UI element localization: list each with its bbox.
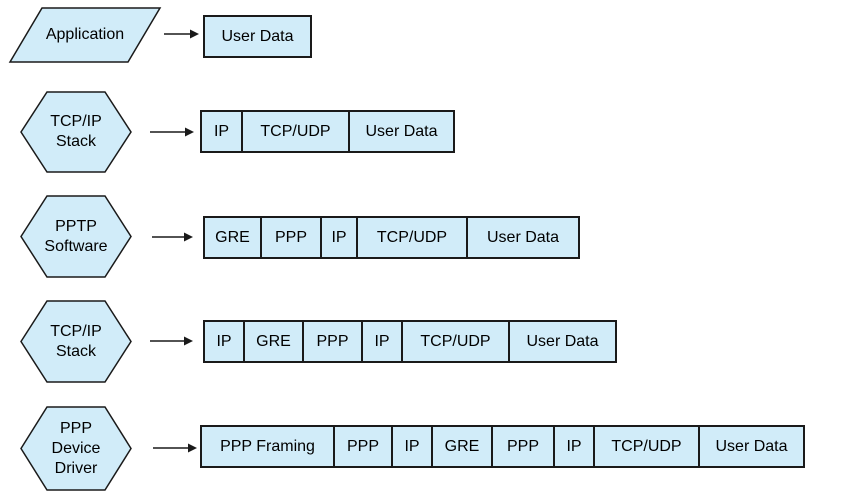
hexagon-outline: [20, 195, 132, 278]
right-arrow-icon: [152, 232, 193, 242]
right-arrow-icon: [150, 127, 194, 137]
segment-ip: IP: [363, 320, 403, 363]
shape-label: TCP/IP Stack: [20, 91, 132, 173]
shape-label-line: TCP/IP: [50, 113, 102, 130]
segment-tcp-udp: TCP/UDP: [358, 216, 468, 259]
segment-ip: IP: [393, 425, 433, 468]
shape-label-line: TCP/IP: [50, 322, 102, 340]
shape-label-line: Driver: [54, 459, 98, 477]
packet-strip: User Data: [203, 15, 312, 58]
hexagon-outline: [20, 91, 132, 173]
segment-user-data: User Data: [350, 110, 455, 153]
shape-application: Application: [8, 7, 162, 63]
segment-ppp: PPP: [335, 425, 393, 468]
segment-user-data: User Data: [468, 216, 580, 259]
shape-label: PPTP Software: [20, 195, 132, 278]
segment-ip: IP: [322, 216, 358, 259]
segment-ip: IP: [203, 320, 245, 363]
segment-gre: GRE: [203, 216, 262, 259]
shape-label-line: Stack: [55, 342, 96, 360]
shape-label: Application: [8, 7, 162, 63]
shape-label-line: PPP: [59, 419, 92, 437]
shape-label: TCP/IP Stack: [20, 300, 132, 383]
segment-tcp-udp: TCP/UDP: [243, 110, 350, 153]
segment-ppp-framing: PPP Framing: [200, 425, 335, 468]
segment-tcp-udp: TCP/UDP: [595, 425, 700, 468]
right-arrow-icon: [150, 336, 193, 346]
shape-label-line: Stack: [55, 133, 96, 150]
segment-gre: GRE: [245, 320, 304, 363]
segment-user-data: User Data: [700, 425, 805, 468]
segment-ip: IP: [555, 425, 595, 468]
shape-label-line: Device: [51, 439, 101, 457]
hexagon-outline: [20, 300, 132, 383]
shape-label-line: Application: [45, 26, 125, 43]
segment-user-data: User Data: [203, 15, 312, 58]
right-arrow-icon: [153, 443, 197, 453]
segment-ppp: PPP: [304, 320, 363, 363]
segment-ppp: PPP: [493, 425, 555, 468]
hexagon-outline: [20, 406, 132, 491]
shape-label-line: Software: [44, 237, 108, 255]
shape-tcp-ip-stack: TCP/IP Stack: [20, 300, 132, 383]
segment-ip: IP: [200, 110, 243, 153]
parallelogram-outline: [8, 7, 162, 63]
segment-tcp-udp: TCP/UDP: [403, 320, 510, 363]
segment-gre: GRE: [433, 425, 493, 468]
segment-user-data: User Data: [510, 320, 617, 363]
shape-tcp-ip-stack: TCP/IP Stack: [20, 91, 132, 173]
shape-label-line: PPTP: [55, 217, 97, 235]
shape-pptp-software: PPTP Software: [20, 195, 132, 278]
right-arrow-icon: [164, 29, 199, 38]
segment-ppp: PPP: [262, 216, 322, 259]
